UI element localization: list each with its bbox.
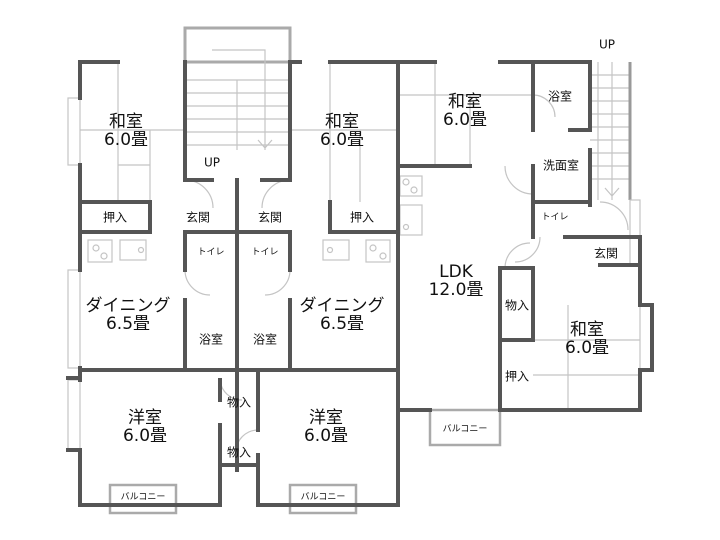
room-size: 6.5畳 <box>319 314 365 334</box>
room-name: 和室 <box>569 320 604 341</box>
label-bath-right: 浴室 <box>547 89 573 104</box>
label-senmen-right: 洗面室 <box>542 158 580 173</box>
label-monoire-upper: 物入 <box>226 395 252 410</box>
room-name: ダイニング <box>299 296 385 317</box>
label-bath-left: 浴室 <box>198 332 224 347</box>
room-size: 6.0畳 <box>564 338 610 358</box>
room-size: 12.0畳 <box>428 280 484 300</box>
label-bath-mid: 浴室 <box>252 332 278 347</box>
thin-lines <box>67 26 653 515</box>
label-genkan-mid: 玄関 <box>257 210 283 225</box>
label-oshiire-right: 押入 <box>504 369 530 384</box>
room-name: 洋室 <box>308 408 343 429</box>
label-toilet-right: トイレ <box>541 212 569 223</box>
label-genkan-right: 玄関 <box>593 246 619 261</box>
room-name: 和室 <box>447 92 482 113</box>
stairs-up-label-right: UP <box>598 37 616 52</box>
stairs-up-label-left: UP <box>203 155 221 170</box>
label-toilet-mid: トイレ <box>251 247 279 258</box>
room-name: ダイニング <box>85 296 171 317</box>
room-size: 6.0畳 <box>122 426 168 446</box>
room-name: 洋室 <box>127 408 162 429</box>
room-name: 和室 <box>108 112 143 133</box>
label-balcony-mid: バルコニー <box>300 492 346 503</box>
room-name: LDK <box>439 262 473 283</box>
label-monoire-right: 物入 <box>504 298 530 313</box>
room-name: 和室 <box>324 112 359 133</box>
room-size: 6.0畳 <box>319 130 365 150</box>
label-balcony-right: バルコニー <box>442 424 488 435</box>
walls <box>66 60 654 507</box>
room-size: 6.0畳 <box>442 110 488 130</box>
label-balcony-left: バルコニー <box>120 492 166 503</box>
label-oshiire-mid: 押入 <box>349 210 375 225</box>
label-genkan-left: 玄関 <box>185 210 211 225</box>
label-oshiire-left: 押入 <box>102 210 128 225</box>
label-toilet-left: トイレ <box>197 247 225 258</box>
room-size: 6.0畳 <box>103 130 149 150</box>
label-monoire-lower: 物入 <box>226 445 252 460</box>
room-size: 6.0畳 <box>303 426 349 446</box>
room-size: 6.5畳 <box>105 314 151 334</box>
